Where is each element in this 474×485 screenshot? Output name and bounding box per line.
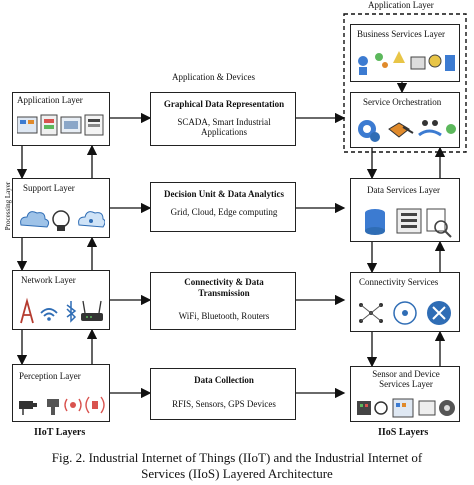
sensor-device-services-box: Sensor and Device Services Layer bbox=[350, 366, 460, 422]
iiot-layers-footer: IIoT Layers bbox=[34, 427, 86, 438]
box-body: RFIS, Sensors, GPS Devices bbox=[172, 399, 276, 409]
data-services-icons bbox=[365, 208, 452, 238]
iiot-network-layer-box: Network Layer bbox=[12, 270, 110, 330]
sensor-devices-icon bbox=[19, 396, 105, 415]
application-devices-label: Application & Devices bbox=[172, 72, 255, 82]
data-services-box: Data Services Layer bbox=[350, 178, 460, 242]
iios-layer-label: Data Services Layer bbox=[367, 185, 440, 195]
box-title: Data Collection bbox=[194, 375, 254, 385]
box-title: Connectivity & Data Transmission bbox=[184, 277, 264, 298]
processing-layer-label: Processing Layer bbox=[4, 181, 13, 231]
iios-layers-footer: IIoS Layers bbox=[378, 427, 429, 438]
iiot-layer-label: Network Layer bbox=[21, 275, 76, 285]
box-title: Graphical Data Representation bbox=[163, 99, 285, 109]
box-body: Grid, Cloud, Edge computing bbox=[170, 207, 278, 217]
decision-analytics-box: Decision Unit & Data Analytics Grid, Clo… bbox=[150, 182, 296, 232]
iiot-perception-layer-box: Perception Layer bbox=[12, 364, 110, 422]
service-orchestration-box: Service Orchestration bbox=[350, 92, 460, 148]
iiot-application-layer-box: Application Layer bbox=[12, 92, 110, 146]
graphical-data-box: Graphical Data Representation SCADA, Sma… bbox=[150, 92, 296, 146]
iios-application-layer-label: Application Layer bbox=[368, 0, 434, 10]
figure-caption-line1: Fig. 2. Industrial Internet of Things (I… bbox=[51, 450, 423, 465]
box-body: WiFi, Bluetooth, Routers bbox=[178, 311, 270, 321]
iiot-layer-label: Support Layer bbox=[23, 183, 75, 193]
figure-caption-line2: Services (IIoS) Layered Architecture bbox=[141, 466, 333, 481]
iiot-layer-label: Perception Layer bbox=[19, 371, 81, 381]
iios-layer-label: Business Services Layer bbox=[357, 29, 445, 39]
connectivity-icons bbox=[359, 301, 451, 325]
box-body: SCADA, Smart Industrial Applications bbox=[177, 117, 271, 137]
box-title: Decision Unit & Data Analytics bbox=[164, 189, 284, 199]
iios-layer-label: Connectivity Services bbox=[359, 277, 439, 287]
connectivity-services-box: Connectivity Services bbox=[350, 272, 460, 332]
orchestration-icons bbox=[358, 120, 456, 142]
iiot-layer-label: Application Layer bbox=[17, 95, 83, 105]
connectivity-transmission-box: Connectivity & Data Transmission WiFi, B… bbox=[150, 272, 296, 330]
business-icons bbox=[358, 51, 455, 75]
dashboard-screens-icon bbox=[17, 114, 104, 136]
iios-layer-label: Sensor and Device Services Layer bbox=[372, 369, 440, 389]
business-services-box: Business Services Layer bbox=[350, 24, 460, 82]
cloud-computing-icon bbox=[20, 210, 105, 231]
iiot-support-layer-box: Support Layer bbox=[12, 178, 110, 238]
network-devices-icon bbox=[20, 297, 103, 324]
data-collection-box: Data Collection RFIS, Sensors, GPS Devic… bbox=[150, 368, 296, 420]
sensor-device-icons bbox=[357, 398, 455, 418]
iios-layer-label: Service Orchestration bbox=[363, 97, 442, 107]
